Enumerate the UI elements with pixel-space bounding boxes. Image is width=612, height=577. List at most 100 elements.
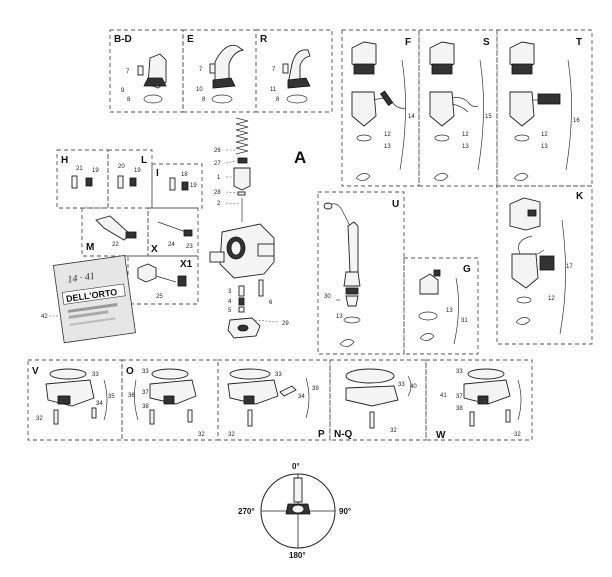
part-number: 17 xyxy=(566,264,573,270)
box-label: X1 xyxy=(180,259,193,270)
part-number: 32 xyxy=(228,432,235,438)
box-label: B-D xyxy=(114,34,132,45)
part-number: 15 xyxy=(485,114,492,120)
box-label: R xyxy=(260,34,268,45)
part-number: 2 xyxy=(217,201,221,207)
part-number: 7 xyxy=(272,67,276,73)
part-number: 19 xyxy=(190,183,197,189)
box-label: N-Q xyxy=(334,429,353,440)
part-number: 9 xyxy=(121,88,125,94)
carburetor-main: 26 27 1 28 2 3 4 5 6 29 xyxy=(209,117,289,339)
part-number: 22 xyxy=(112,242,119,248)
angle-label-left: 270° xyxy=(238,507,255,516)
part-number: 42 xyxy=(41,314,48,320)
part-number: 37 xyxy=(142,390,149,396)
box-n-q: N-Q 33 40 32 xyxy=(329,359,427,441)
part-number: 32 xyxy=(390,428,397,434)
part-number: 8 xyxy=(276,97,280,103)
part-number: 12 xyxy=(384,132,391,138)
part-number: 6 xyxy=(269,300,273,306)
box-f: F 14 12 13 xyxy=(341,29,420,187)
part-number: 33 xyxy=(456,369,463,375)
box-o: O 33 36 37 38 32 xyxy=(121,359,219,441)
part-number: 13 xyxy=(336,314,343,320)
orientation-dial: 0° 90° 180° 270° xyxy=(238,462,351,560)
part-number: 5 xyxy=(228,308,232,314)
part-number: 33 xyxy=(275,372,282,378)
box-h: H 21 19 xyxy=(56,149,109,209)
part-number: 32 xyxy=(198,432,205,438)
part-number: 27 xyxy=(214,161,221,167)
part-number: 16 xyxy=(573,118,580,124)
part-number: 35 xyxy=(108,394,115,400)
box-label: W xyxy=(436,430,446,441)
part-number: 14 xyxy=(408,114,415,120)
part-number: 11 xyxy=(270,87,277,93)
box-label: X xyxy=(151,244,158,255)
box-label: I xyxy=(156,168,159,179)
part-number: 29 xyxy=(282,321,289,327)
part-number: 33 xyxy=(142,369,149,375)
part-number: 21 xyxy=(76,166,83,172)
box-label: K xyxy=(576,191,584,202)
part-number: 10 xyxy=(196,87,203,93)
part-number: 36 xyxy=(128,393,135,399)
diagram-title: A xyxy=(294,148,306,167)
box-label: E xyxy=(187,34,194,45)
part-number: 28 xyxy=(214,190,221,196)
part-number: 38 xyxy=(456,406,463,412)
box-label: P xyxy=(318,429,325,440)
box-p: P 33 39 34 32 xyxy=(217,359,331,441)
part-number: 34 xyxy=(96,401,103,407)
angle-label-top: 0° xyxy=(292,462,300,471)
box-x: X 24 23 xyxy=(147,207,199,257)
part-number: 4 xyxy=(228,299,232,305)
part-number: 12 xyxy=(462,132,469,138)
box-b-d: B-D 7 9 8 xyxy=(109,29,184,113)
part-number: 40 xyxy=(410,384,417,390)
part-number: 38 xyxy=(142,404,149,410)
part-number: 13 xyxy=(541,144,548,150)
part-number: 30 xyxy=(324,294,331,300)
box-u: U 30 13 xyxy=(317,191,405,355)
box-label: H xyxy=(61,155,68,166)
part-number: 34 xyxy=(298,394,305,400)
booklet-handwriting: 14 · 41 xyxy=(67,271,96,286)
box-label: G xyxy=(463,264,471,275)
part-number: 24 xyxy=(168,242,175,248)
box-w: W 33 41 37 38 32 xyxy=(425,359,533,441)
part-number: 3 xyxy=(228,289,232,295)
part-number: 7 xyxy=(126,69,130,75)
part-number: 1 xyxy=(217,175,221,181)
box-x1: X1 25 xyxy=(127,255,199,305)
part-number: 33 xyxy=(92,372,99,378)
box-r: R 7 11 8 xyxy=(255,29,333,113)
part-number: 8 xyxy=(127,97,131,103)
box-label: M xyxy=(86,242,94,253)
box-s: S 15 12 13 xyxy=(418,29,498,187)
box-m: M 22 xyxy=(81,207,149,257)
part-number: 13 xyxy=(462,144,469,150)
booklet: 14 · 41 DELL'ORTO 42 xyxy=(41,255,136,344)
part-number: 31 xyxy=(461,318,468,324)
part-number: 19 xyxy=(134,168,141,174)
part-number: 12 xyxy=(541,132,548,138)
part-number: 25 xyxy=(156,294,163,300)
angle-label-bottom: 180° xyxy=(289,551,306,560)
part-number: 12 xyxy=(548,296,555,302)
part-number: 33 xyxy=(398,382,405,388)
box-label: V xyxy=(32,366,39,377)
part-number: 18 xyxy=(181,172,188,178)
part-number: 26 xyxy=(214,148,221,154)
part-number: 39 xyxy=(312,386,319,392)
box-v: V 33 35 34 32 xyxy=(27,359,123,441)
part-number: 20 xyxy=(118,164,125,170)
part-number: 23 xyxy=(186,244,193,250)
box-l: L 20 19 xyxy=(107,149,153,209)
box-k: K 17 12 xyxy=(496,185,593,345)
part-number: 32 xyxy=(514,432,521,438)
box-label: U xyxy=(392,199,399,210)
part-number: 13 xyxy=(384,144,391,150)
box-i: I 18 19 xyxy=(151,163,203,209)
